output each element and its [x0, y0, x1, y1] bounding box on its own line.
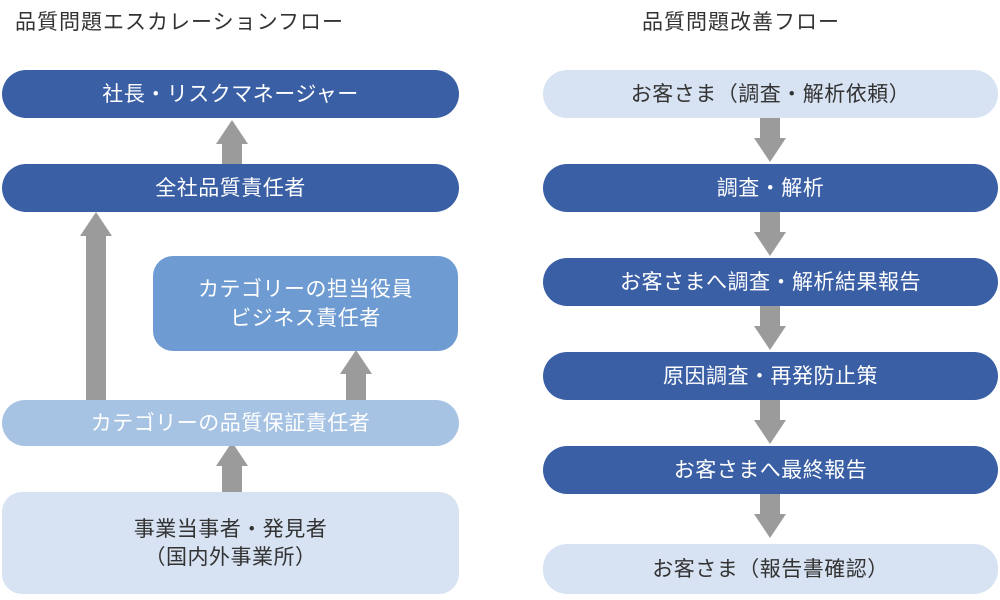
arrow-up-to-president-icon	[216, 120, 248, 144]
arrow-up-to-executive-icon	[340, 350, 372, 374]
final-report-box: お客さまへ最終報告	[543, 446, 998, 494]
business-head-label: ビジネス責任者	[230, 305, 381, 330]
category-executive-box: カテゴリーの担当役員 ビジネス責任者	[153, 256, 458, 351]
arrow-down-2-shaft	[760, 212, 780, 234]
customer-report-confirmation-box: お客さま（報告書確認）	[543, 544, 998, 594]
escalation-flow-title: 品質問題エスカレーションフロー	[15, 10, 344, 34]
domestic-overseas-sites-label: （国内外事業所）	[144, 545, 317, 569]
arrow-down-4-icon	[754, 420, 786, 444]
business-party-discoverer-label: 事業当事者・発見者	[133, 516, 328, 541]
arrow-down-3-icon	[754, 326, 786, 350]
investigation-analysis-box: 調査・解析	[543, 164, 998, 212]
arrow-down-5-icon	[754, 514, 786, 538]
root-cause-prevention-label: 原因調査・再発防止策	[663, 363, 878, 388]
arrow-down-1-icon	[754, 138, 786, 162]
arrow-up-to-quality-head-shaft	[86, 236, 106, 400]
category-executive-label: カテゴリーの担当役員	[198, 277, 413, 302]
category-qa-manager-box: カテゴリーの品質保証責任者	[2, 400, 459, 446]
improvement-flow-title: 品質問題改善フロー	[642, 10, 840, 34]
arrow-up-to-quality-head-icon	[80, 212, 112, 236]
president-risk-manager-label: 社長・リスクマネージャー	[102, 81, 359, 106]
arrow-down-1-shaft	[760, 118, 780, 140]
customer-report-confirmation-label: お客さま（報告書確認）	[652, 556, 889, 581]
company-quality-head-box: 全社品質責任者	[2, 164, 459, 212]
arrow-down-3-shaft	[760, 306, 780, 328]
investigation-analysis-label: 調査・解析	[716, 175, 825, 200]
arrow-up-to-executive-shaft	[346, 374, 366, 400]
final-report-label: お客さまへ最終報告	[673, 457, 868, 482]
arrow-up-to-president-shaft	[222, 144, 242, 164]
customer-request-label: お客さま（調査・解析依頼）	[630, 81, 911, 106]
customer-request-box: お客さま（調査・解析依頼）	[543, 70, 998, 118]
category-qa-manager-label: カテゴリーの品質保証責任者	[90, 410, 371, 435]
arrow-up-to-qa-manager-icon	[216, 442, 248, 466]
root-cause-prevention-box: 原因調査・再発防止策	[543, 352, 998, 400]
arrow-up-to-qa-manager-shaft	[222, 466, 242, 492]
analysis-result-report-box: お客さまへ調査・解析結果報告	[543, 258, 998, 306]
arrow-down-4-shaft	[760, 400, 780, 422]
president-risk-manager-box: 社長・リスクマネージャー	[2, 70, 459, 118]
business-party-discoverer-box: 事業当事者・発見者 （国内外事業所）	[2, 492, 459, 594]
arrow-down-2-icon	[754, 232, 786, 256]
arrow-down-5-shaft	[760, 494, 780, 516]
company-quality-head-label: 全社品質責任者	[155, 175, 306, 200]
analysis-result-report-label: お客さまへ調査・解析結果報告	[620, 269, 921, 294]
